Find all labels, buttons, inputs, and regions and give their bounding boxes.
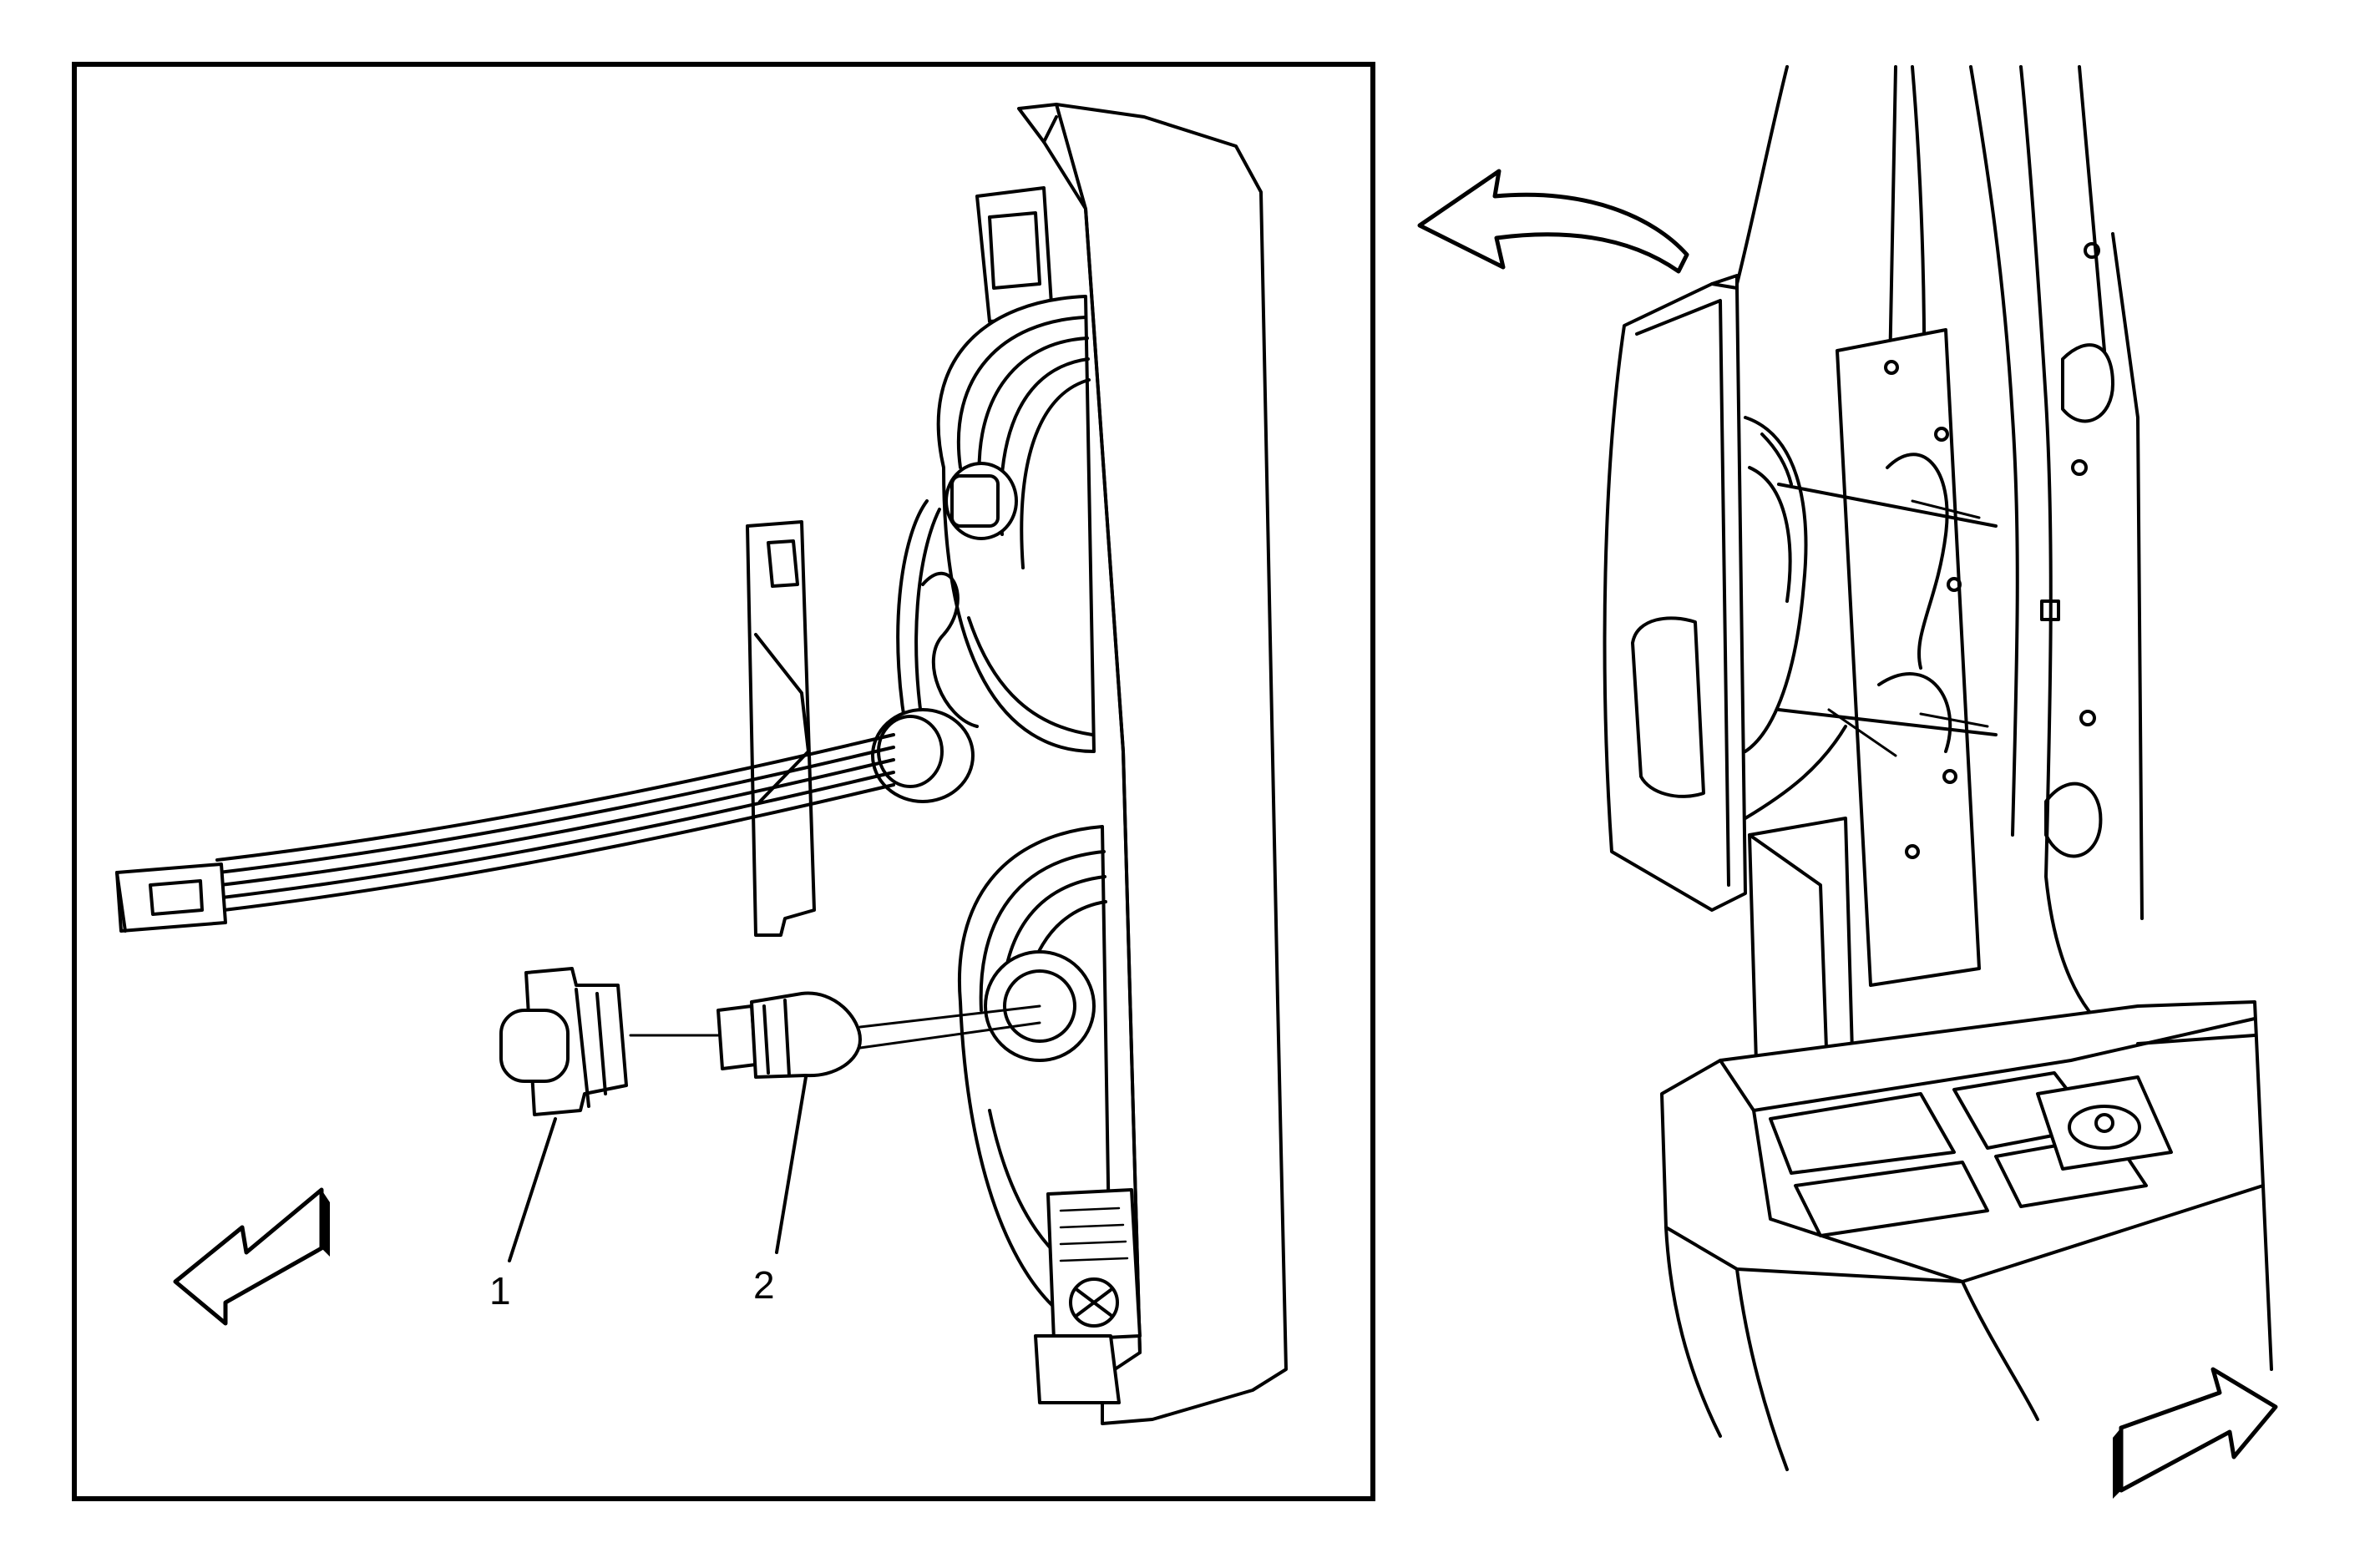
explode-lines bbox=[629, 1004, 1041, 1050]
forward-arrow-icon bbox=[2113, 1367, 2278, 1499]
bulb-part bbox=[717, 991, 862, 1079]
callout-2: 2 bbox=[753, 1263, 775, 1307]
view-direction-arrow-icon bbox=[173, 1187, 330, 1326]
tail-lamp-detail bbox=[115, 103, 1288, 1425]
bulb-socket-part bbox=[499, 967, 628, 1116]
removal-arrow-icon bbox=[1417, 169, 1689, 274]
vehicle-body bbox=[1603, 65, 2273, 1471]
leader-lines bbox=[508, 1075, 808, 1262]
callout-1: 1 bbox=[489, 1269, 511, 1313]
